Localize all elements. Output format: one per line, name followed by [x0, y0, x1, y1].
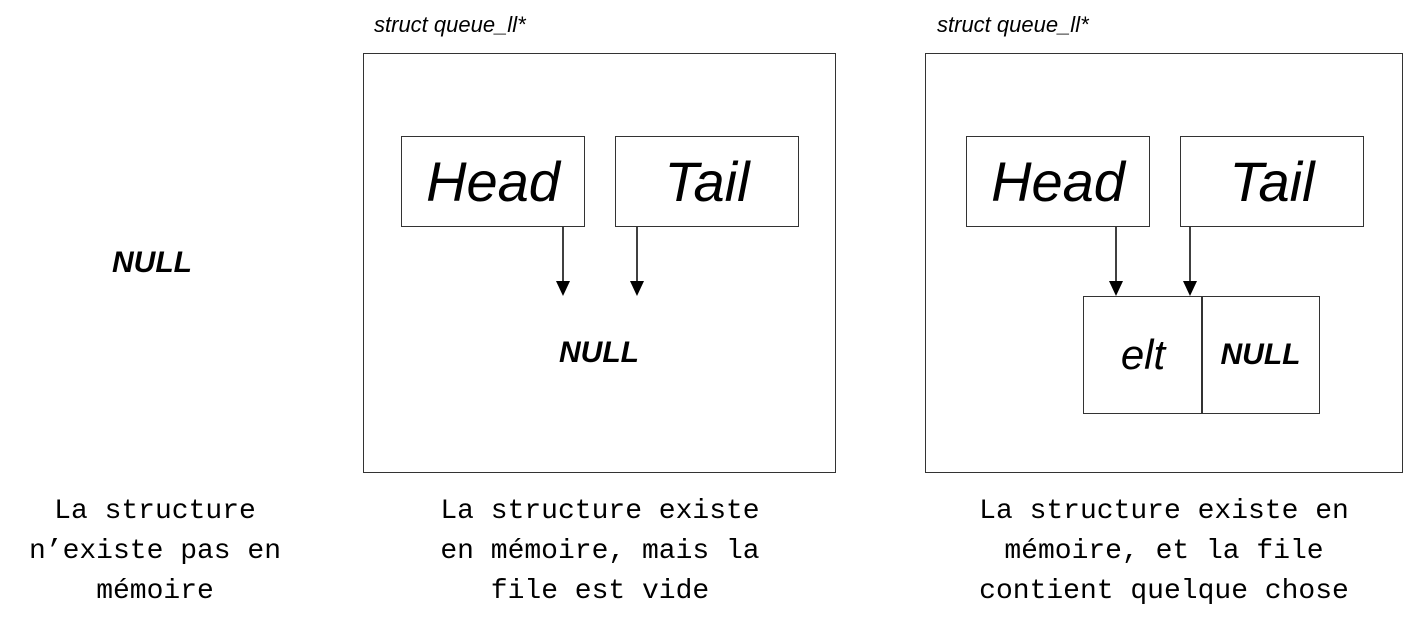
head-field: Head: [401, 136, 585, 227]
tail-field: Tail: [615, 136, 799, 227]
caption-panel-1: La structure n’existe pas en mémoire: [20, 492, 290, 612]
caption-line: mémoire, et la file: [1004, 536, 1324, 567]
tail-arrowhead: [630, 281, 644, 296]
caption-line: file est vide: [490, 576, 710, 607]
head-arrowhead: [556, 281, 570, 296]
tail-arrowhead: [1183, 281, 1197, 296]
caption-line: La structure existe en: [979, 496, 1349, 527]
caption-panel-3: La structure existe en mémoire, et la fi…: [948, 492, 1380, 612]
node-elt-cell: elt: [1083, 296, 1203, 414]
null-pointer-label: NULL: [112, 246, 192, 279]
tail-field: Tail: [1180, 136, 1364, 227]
caption-line: en mémoire, mais la: [440, 536, 760, 567]
head-arrowhead: [1109, 281, 1123, 296]
queue-struct-box-empty: [363, 53, 836, 473]
queue-struct-box-filled: [925, 53, 1403, 473]
caption-panel-2: La structure existe en mémoire, mais la …: [420, 492, 780, 612]
caption-line: contient quelque chose: [979, 576, 1349, 607]
caption-line: La structure existe: [440, 496, 760, 527]
head-field: Head: [966, 136, 1150, 227]
null-target-label: NULL: [559, 336, 639, 369]
node-next-cell: NULL: [1201, 296, 1320, 414]
struct-type-label: struct queue_ll*: [374, 12, 526, 37]
struct-type-label: struct queue_ll*: [937, 12, 1089, 37]
caption-line: La structure: [54, 496, 256, 527]
caption-line: mémoire: [96, 576, 214, 607]
caption-line: n’existe pas en: [28, 536, 282, 567]
